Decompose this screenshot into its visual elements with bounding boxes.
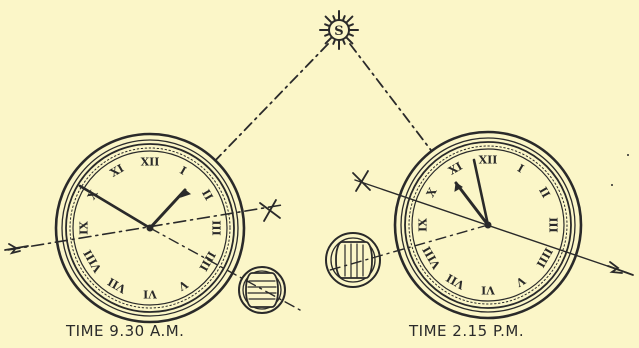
right-numeral: VI xyxy=(481,284,496,297)
sun-ray xyxy=(326,17,332,23)
left-numeral: XII xyxy=(141,156,160,169)
left-east-marker-icon xyxy=(260,200,280,221)
right-north-arrow-icon xyxy=(608,262,633,275)
left-south-arrow-icon xyxy=(5,244,28,253)
right-numeral: III xyxy=(547,217,560,232)
sun-label: S xyxy=(334,24,343,39)
left-numeral: III xyxy=(210,220,223,235)
right-watch-crown xyxy=(326,233,380,287)
caption-left: TIME 9.30 A.M. xyxy=(66,322,184,340)
sun-ray xyxy=(325,34,329,36)
right-numeral: IX xyxy=(417,218,430,232)
right-numeral: XII xyxy=(479,154,498,167)
sun-ray xyxy=(333,16,335,20)
caption-right: TIME 2.15 P.M. xyxy=(409,322,524,340)
left-numeral: IX xyxy=(78,221,91,235)
left-watch-crown xyxy=(239,267,285,313)
sun-ray xyxy=(343,40,345,44)
left-numeral: VI xyxy=(143,288,158,301)
sun-ray xyxy=(333,40,335,44)
sun-ray xyxy=(325,24,329,26)
sun-ray xyxy=(326,38,332,44)
sun-ray xyxy=(347,17,353,23)
sun-ray xyxy=(349,24,353,26)
sun-ray xyxy=(349,34,353,36)
right-west-marker-icon xyxy=(353,171,370,191)
sun-ray xyxy=(343,16,345,20)
sun-ray xyxy=(347,38,353,44)
